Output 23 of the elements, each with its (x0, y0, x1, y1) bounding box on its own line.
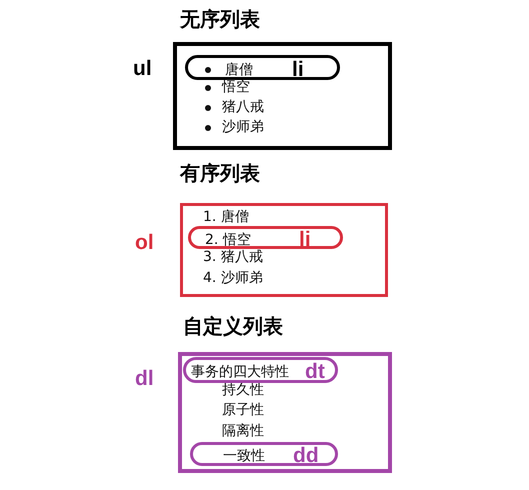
tag-label: dl (135, 368, 154, 390)
list-item: 持久性 (222, 381, 264, 400)
tag-label: ol (135, 232, 154, 254)
list-item: 事务的四大特性 (191, 363, 289, 382)
tag-label: li (292, 59, 304, 81)
list-item: 4. 沙师弟 (203, 269, 263, 288)
list-item: 一致性 (223, 447, 265, 466)
list-item: 2. 悟空 (205, 231, 251, 250)
list-item: 隔离性 (222, 422, 264, 441)
list-item: 原子性 (222, 401, 264, 420)
list-item: 唐僧 (225, 61, 253, 80)
list-item: 1. 唐僧 (203, 208, 249, 227)
list-heading: 自定义列表 (183, 313, 283, 339)
tag-label: dd (293, 445, 319, 467)
list-item: 猪八戒 (222, 98, 264, 117)
list-heading: 有序列表 (180, 160, 260, 186)
list-heading: 无序列表 (180, 6, 260, 32)
tag-label: dt (305, 361, 325, 383)
list-item: 3. 猪八戒 (203, 248, 263, 267)
list-item: 沙师弟 (222, 118, 264, 137)
tag-label: ul (133, 58, 152, 80)
list-item: 悟空 (222, 78, 250, 97)
tag-label: li (299, 229, 311, 251)
